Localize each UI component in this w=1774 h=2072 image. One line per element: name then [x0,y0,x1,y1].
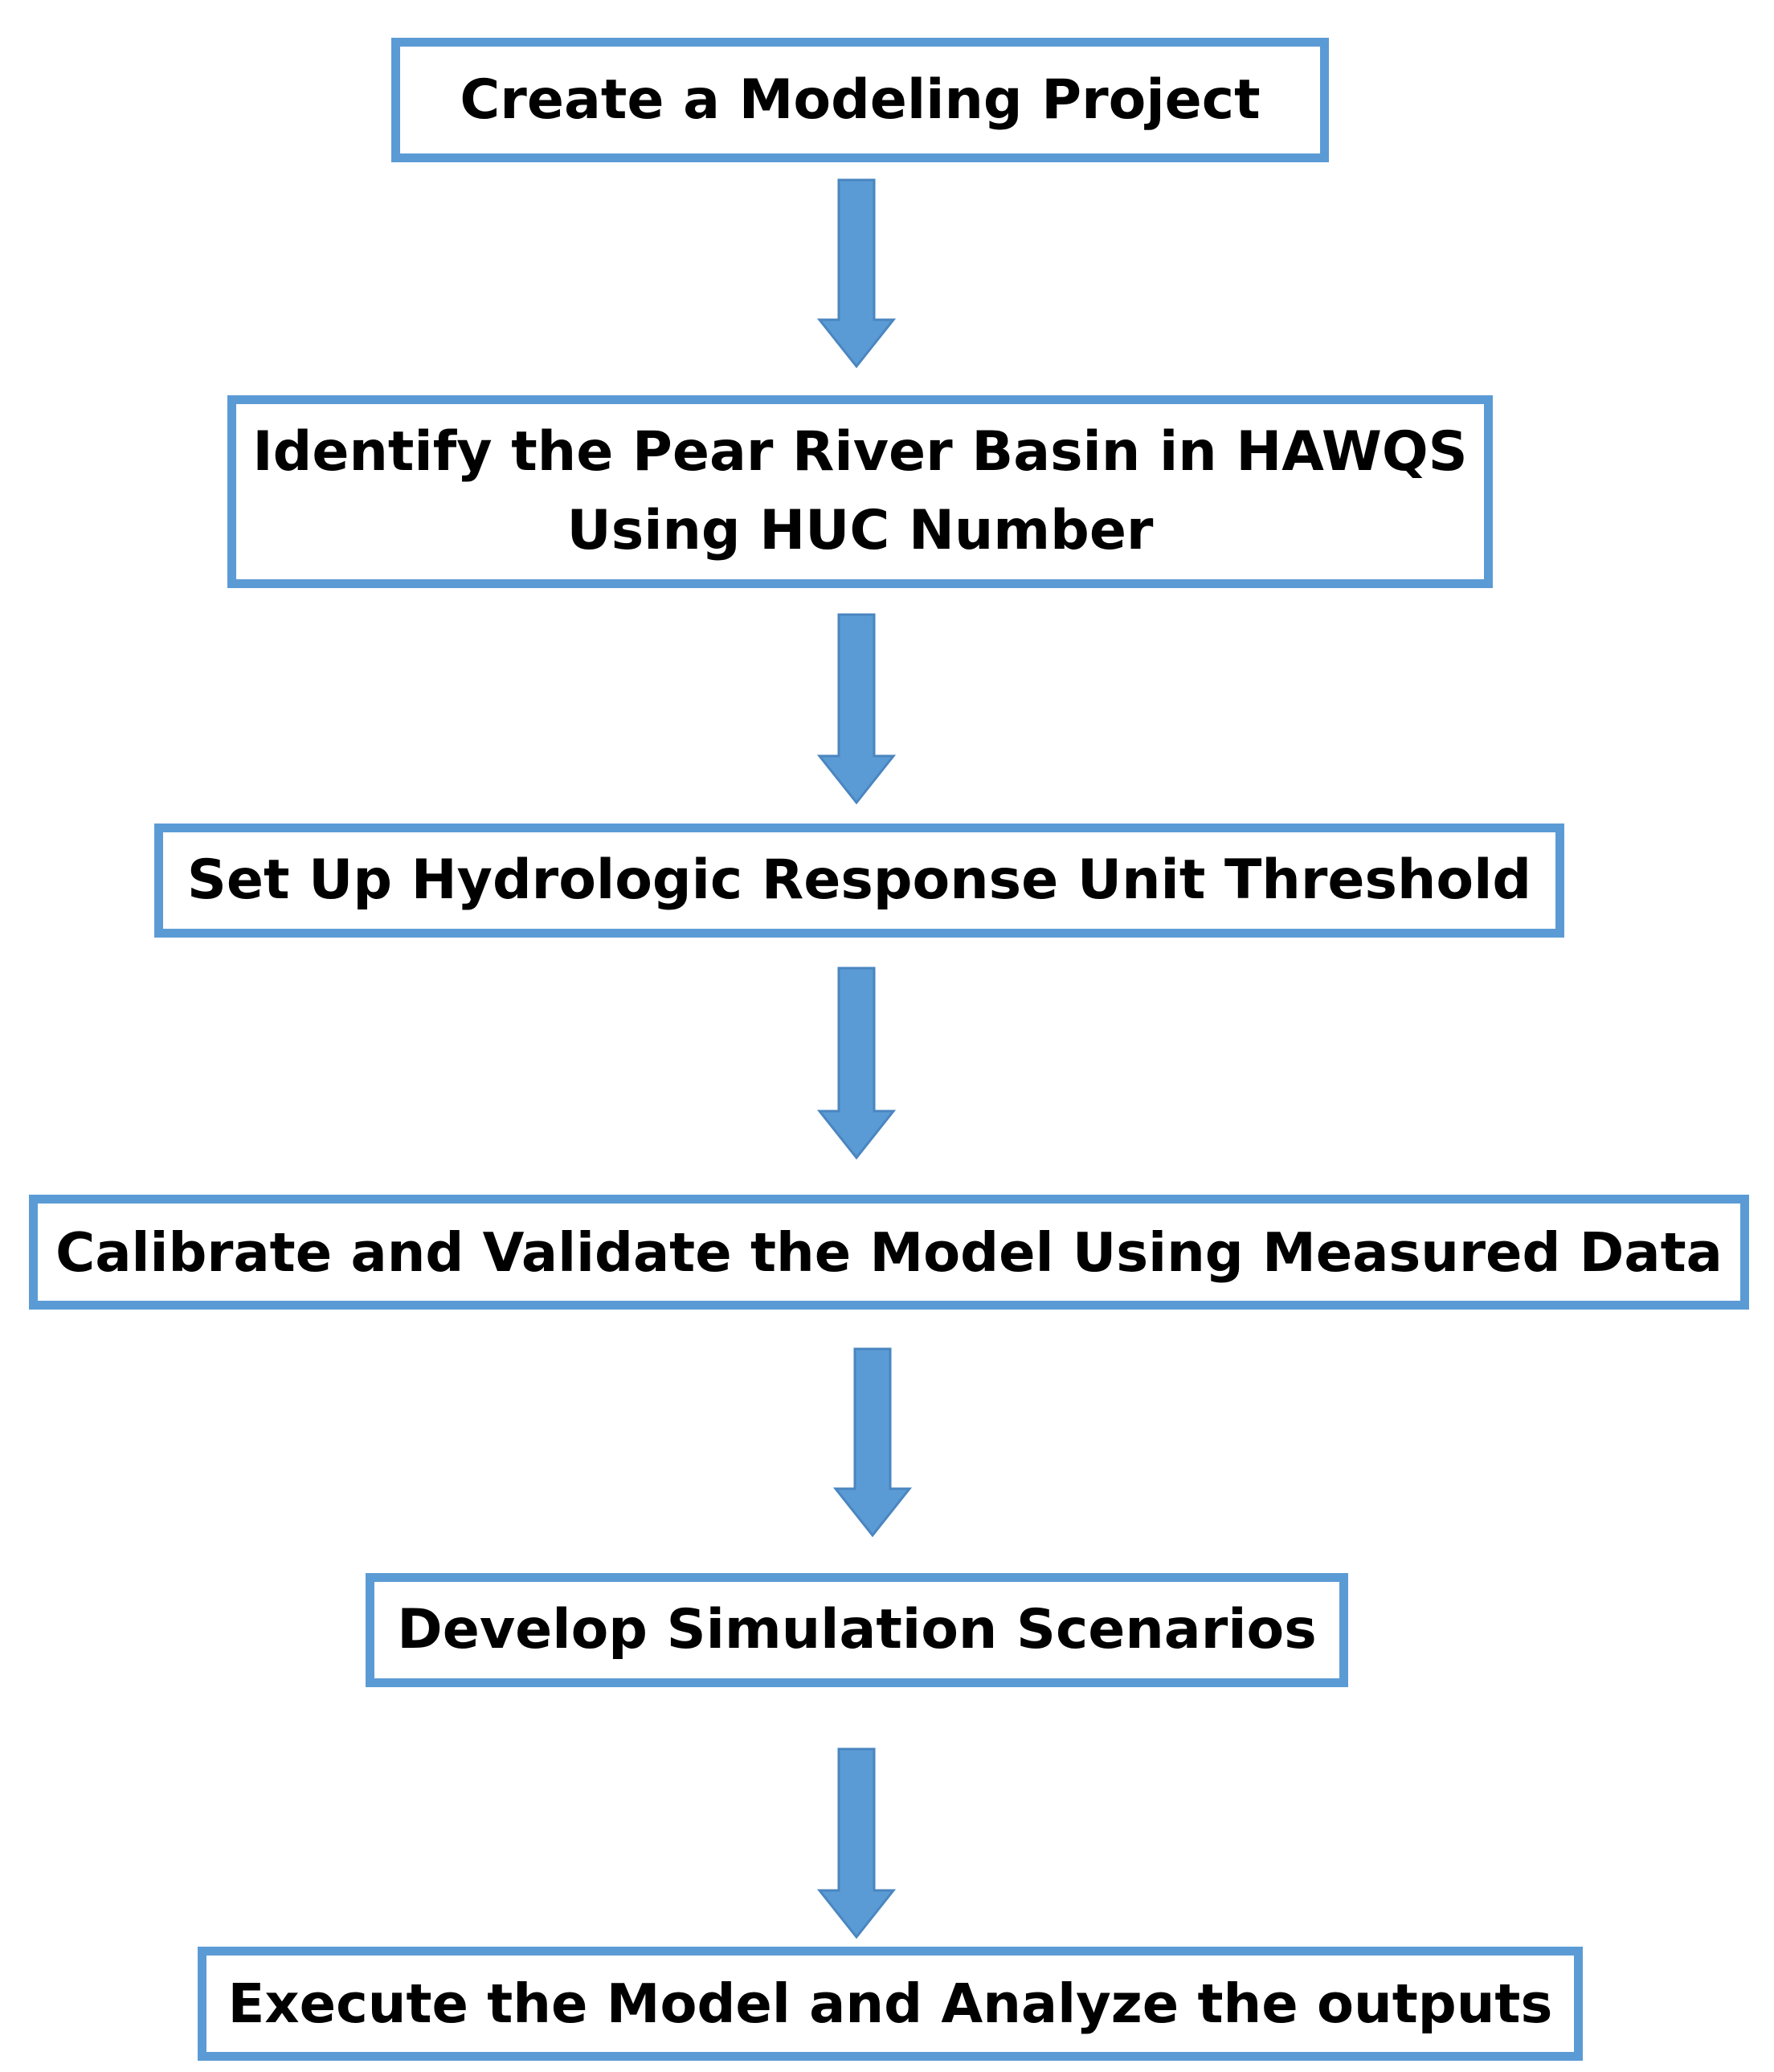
step-label: Using HUC Number [566,499,1154,562]
step-text: Execute the Model and Analyze the output… [228,1964,1553,2043]
step-label: Create a Modeling Project [460,67,1261,132]
step-text: Identify the Pear River Basin in HAWQS U… [252,413,1467,570]
step-label: Calibrate and Validate the Model Using M… [55,1220,1723,1284]
step-text: Set Up Hydrologic Response Unit Threshol… [187,841,1531,920]
step-label: Execute the Model and Analyze the output… [227,1972,1553,2035]
step-text: Create a Modeling Project [460,61,1260,140]
down-arrow-icon [816,613,897,805]
step-text: Calibrate and Validate the Model Using M… [55,1213,1723,1292]
step-box-create-project: Create a Modeling Project [391,38,1329,162]
step-box-execute-analyze: Execute the Model and Analyze the output… [198,1947,1583,2061]
step-label: Set Up Hydrologic Response Unit Threshol… [186,848,1532,912]
down-arrow-shape [832,1347,913,1538]
step-box-hru-threshold: Set Up Hydrologic Response Unit Threshol… [154,823,1564,938]
down-arrow-icon [832,1347,913,1538]
down-arrow-shape [816,178,897,369]
step-box-simulation-scenarios: Develop Simulation Scenarios [366,1573,1348,1687]
down-arrow-icon [816,1747,897,1939]
down-arrow-icon [816,178,897,369]
down-arrow-shape [816,967,897,1160]
step-box-calibrate-validate: Calibrate and Validate the Model Using M… [29,1195,1749,1310]
step-text: Develop Simulation Scenarios [397,1591,1316,1669]
step-label: Identify the Pear River Basin in HAWQS [252,420,1468,484]
down-arrow-icon [816,967,897,1160]
step-label: Develop Simulation Scenarios [397,1598,1317,1661]
step-box-identify-basin: Identify the Pear River Basin in HAWQS U… [227,395,1493,588]
down-arrow-shape [816,1747,897,1939]
down-arrow-shape [816,613,897,805]
